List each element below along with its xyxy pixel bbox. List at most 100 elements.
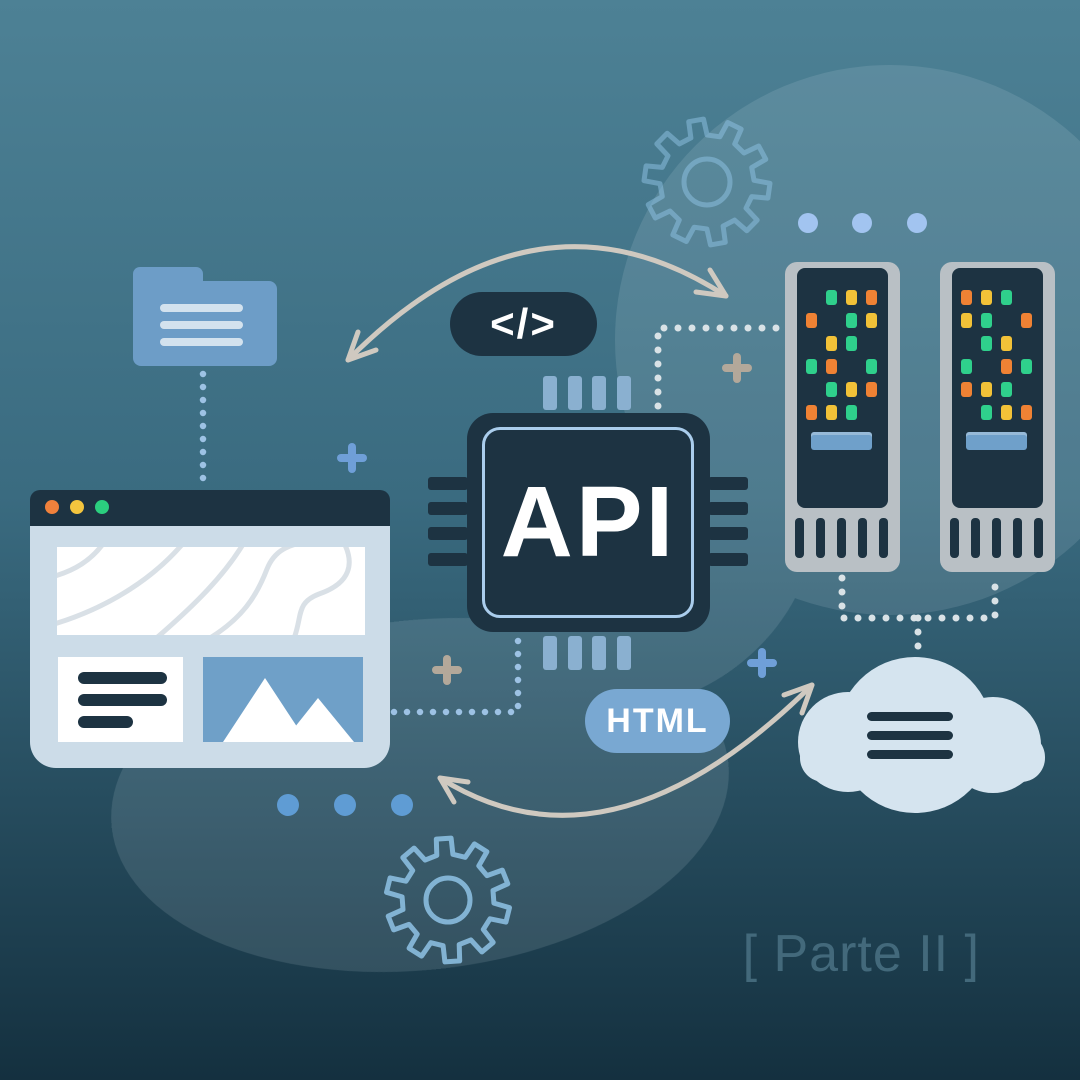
led-light: [1021, 359, 1032, 374]
led-light: [1001, 336, 1012, 351]
chip-icon: [467, 413, 710, 632]
chip-pin: [708, 477, 748, 490]
led-light: [846, 336, 857, 351]
image-icon: [223, 678, 354, 742]
ellipsis-icon: [798, 213, 818, 233]
server-vent: [971, 518, 980, 558]
chip-pin: [617, 376, 631, 410]
led-light: [806, 359, 817, 374]
led-light: [846, 382, 857, 397]
led-light: [846, 313, 857, 328]
server-icon: [785, 262, 900, 572]
server-screen: [952, 268, 1043, 508]
code-icon: </>: [450, 292, 597, 356]
led-light: [846, 405, 857, 420]
led-light: [866, 382, 877, 397]
traffic-light-yellow: [70, 500, 84, 514]
led-light: [961, 382, 972, 397]
server-vent: [837, 518, 846, 558]
browser-window: [30, 490, 390, 768]
curved-arrow-bottom: [437, 682, 815, 818]
chip-pin: [568, 636, 582, 670]
led-light: [866, 313, 877, 328]
folder-text-line: [160, 321, 243, 329]
api-label: API: [500, 466, 677, 578]
cloud-text-line: [867, 750, 953, 759]
led-light: [1001, 405, 1012, 420]
plus-icon: [747, 648, 777, 678]
folder-text-line: [160, 338, 243, 346]
dotted-connector-browser-chip: [390, 634, 522, 716]
plus-icon: [722, 353, 752, 383]
led-light: [981, 336, 992, 351]
plus-icon: [432, 655, 462, 685]
chip-pin: [592, 636, 606, 670]
led-light: [1001, 290, 1012, 305]
server-drive-bar: [966, 432, 1027, 450]
folder-text-line: [160, 304, 243, 312]
chip-pin: [543, 636, 557, 670]
chip-pin: [708, 553, 748, 566]
ellipsis-icon: [907, 213, 927, 233]
chip-pin: [428, 477, 468, 490]
led-light: [1001, 359, 1012, 374]
text-panel: [58, 657, 183, 742]
chip-pin: [708, 527, 748, 540]
map-panel: [57, 547, 365, 635]
server-icon: [940, 262, 1055, 572]
dotted-connector-chip-server: [654, 324, 792, 410]
text-line: [78, 716, 133, 728]
server-drive-bar: [811, 432, 872, 450]
ellipsis-icon: [391, 794, 413, 816]
led-light: [961, 290, 972, 305]
plus-icon: [337, 443, 367, 473]
led-light: [826, 382, 837, 397]
led-light: [981, 405, 992, 420]
ellipsis-icon: [852, 213, 872, 233]
caption-parte-ii: [ Parte II ]: [742, 925, 980, 983]
led-light: [1001, 382, 1012, 397]
html-badge: HTML: [585, 689, 730, 753]
chip-pin: [617, 636, 631, 670]
curved-arrow-top: [345, 244, 729, 363]
led-light: [806, 405, 817, 420]
folder-body: [133, 281, 277, 366]
chip-pin: [428, 527, 468, 540]
text-line: [78, 694, 167, 706]
server-vent: [1013, 518, 1022, 558]
traffic-light-green: [95, 500, 109, 514]
cloud-text-line: [867, 731, 953, 740]
led-light: [981, 313, 992, 328]
server-vent: [879, 518, 888, 558]
led-light: [826, 359, 837, 374]
dotted-connector-servers: [838, 574, 999, 622]
gear-icon: [641, 116, 773, 248]
traffic-lights: [45, 500, 120, 519]
chip-pin: [592, 376, 606, 410]
server-vent: [795, 518, 804, 558]
text-line: [78, 672, 167, 684]
server-vent: [858, 518, 867, 558]
server-led-grid: [806, 290, 877, 420]
led-light: [866, 290, 877, 305]
led-light: [806, 313, 817, 328]
led-light: [846, 290, 857, 305]
browser-titlebar: [30, 490, 390, 526]
led-light: [826, 290, 837, 305]
led-light: [981, 290, 992, 305]
led-light: [866, 359, 877, 374]
chip-pin: [543, 376, 557, 410]
server-vent: [992, 518, 1001, 558]
chip-pin: [428, 502, 468, 515]
led-light: [1021, 405, 1032, 420]
chip-pin: [428, 553, 468, 566]
chip-inner-border: [482, 427, 694, 618]
image-placeholder: [203, 657, 363, 742]
server-screen: [797, 268, 888, 508]
chip-pin: [568, 376, 582, 410]
led-light: [1021, 313, 1032, 328]
gear-icon: [384, 835, 512, 965]
server-vent: [950, 518, 959, 558]
led-light: [826, 405, 837, 420]
server-led-grid: [961, 290, 1032, 420]
